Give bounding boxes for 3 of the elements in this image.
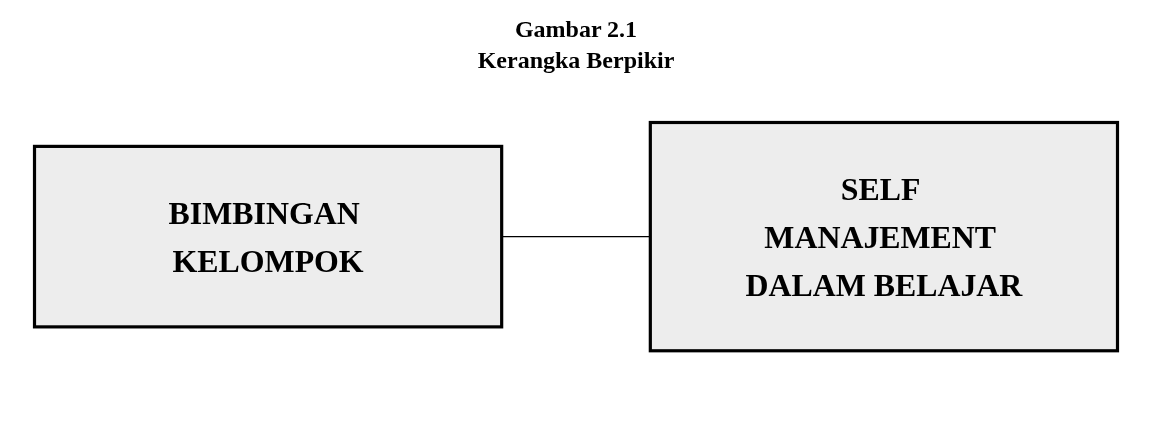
node-box: SELF MANAJEMENT DALAM BELAJAR (648, 120, 1120, 353)
node-box: BIMBINGAN KELOMPOK (32, 144, 504, 329)
figure-title: Gambar 2.1 Kerangka Berpikir (476, 15, 676, 76)
